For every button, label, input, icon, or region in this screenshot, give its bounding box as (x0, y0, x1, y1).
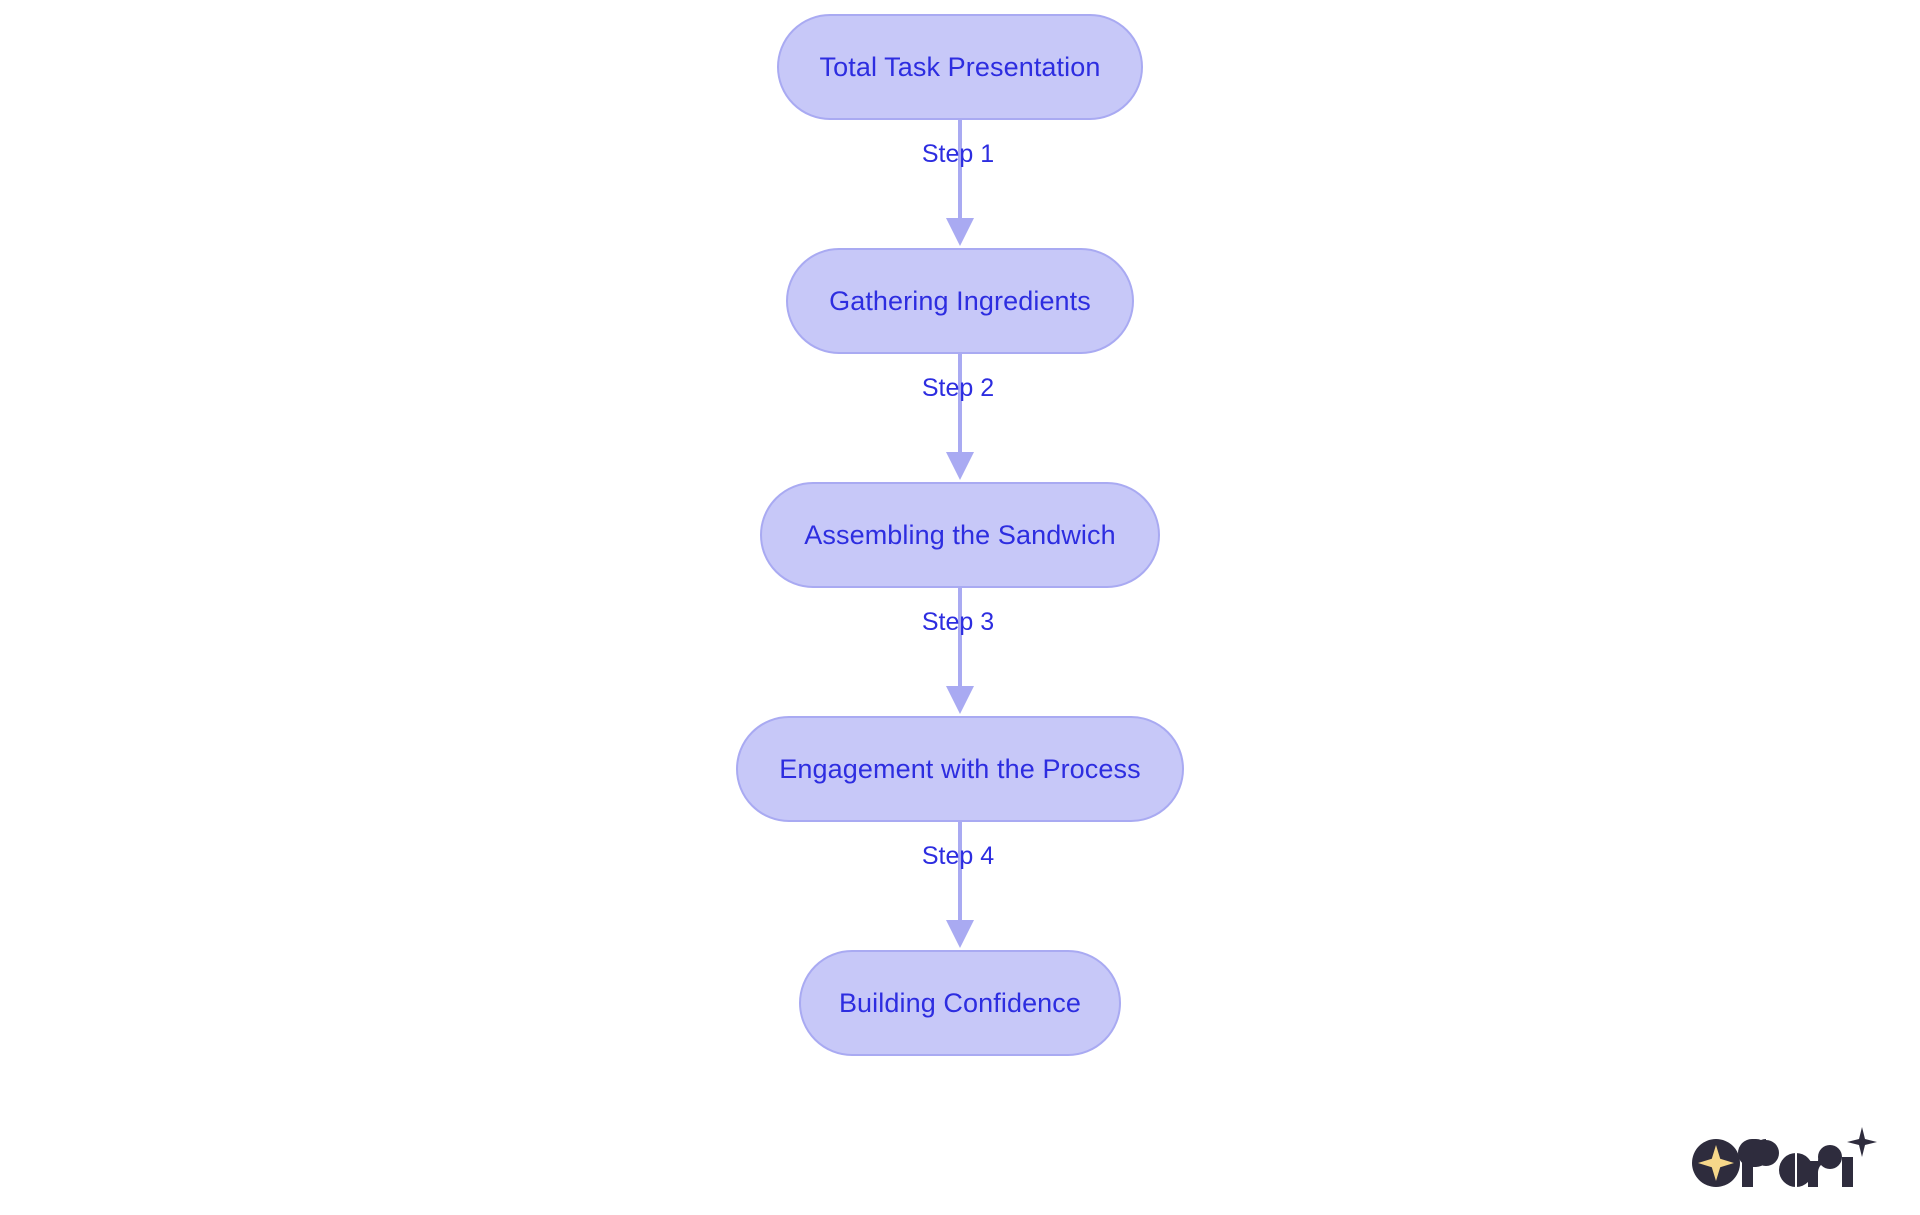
arrow-connector-icon (946, 120, 974, 246)
flow-edge-label: Step 1 (921, 140, 995, 168)
arrow-connector-icon (946, 588, 974, 714)
flow-node-engagement-with-the-process[interactable]: Engagement with the Process (736, 716, 1184, 822)
flow-edge-step-1: Step 1 (830, 120, 1090, 248)
logo-letter-i (1842, 1157, 1853, 1187)
flow-node-label: Gathering Ingredients (829, 285, 1091, 316)
logo-letter-o (1779, 1153, 1813, 1187)
flowchart: Total Task Presentation Step 1 Gathering… (0, 14, 1920, 1056)
flow-node-label: Building Confidence (838, 987, 1082, 1018)
rori-logo (1690, 1119, 1880, 1193)
logo-badge-icon (1692, 1139, 1740, 1187)
flow-edge-step-4: Step 4 (830, 822, 1090, 950)
flow-edge-step-2: Step 2 (830, 354, 1090, 482)
logo-letter-r-1 (1738, 1139, 1779, 1187)
logo-sparkle-star-icon (1847, 1127, 1877, 1157)
flow-edge-label: Step 3 (921, 608, 995, 636)
arrow-connector-icon (946, 354, 974, 480)
flow-node-label: Total Task Presentation (819, 51, 1101, 82)
logo-letter-r-2 (1808, 1145, 1842, 1187)
flow-edge-label: Step 4 (921, 842, 995, 870)
flow-node-gathering-ingredients[interactable]: Gathering Ingredients (786, 248, 1134, 354)
flow-node-label: Engagement with the Process (779, 753, 1141, 784)
arrow-connector-icon (946, 822, 974, 948)
flow-node-label: Assembling the Sandwich (804, 519, 1116, 550)
flow-node-total-task-presentation[interactable]: Total Task Presentation (777, 14, 1143, 120)
flow-node-building-confidence[interactable]: Building Confidence (799, 950, 1121, 1056)
flow-node-assembling-the-sandwich[interactable]: Assembling the Sandwich (760, 482, 1160, 588)
flow-edge-label: Step 2 (921, 374, 995, 402)
flow-edge-step-3: Step 3 (830, 588, 1090, 716)
